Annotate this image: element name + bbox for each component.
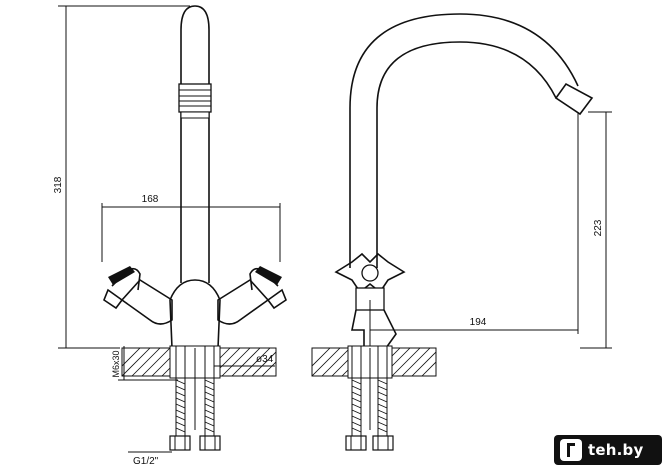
base-diameter-dimension: ø34 bbox=[214, 354, 275, 367]
front-spout bbox=[178, 5, 212, 283]
brand-logo-icon bbox=[560, 439, 582, 461]
handle-span-label: 168 bbox=[142, 194, 159, 205]
spout-reach-dimension: 194 bbox=[369, 112, 579, 348]
thread-depth-label: M6x30 bbox=[111, 350, 121, 377]
front-hoses bbox=[169, 345, 221, 451]
spout-height-label: 223 bbox=[593, 219, 604, 236]
watermark-text: teh.by bbox=[588, 441, 644, 459]
handle-span-dimension: 168 bbox=[101, 194, 281, 262]
watermark-badge: teh.by bbox=[554, 435, 662, 465]
side-hoses bbox=[345, 345, 394, 451]
thread-depth-dimension: M6x30 bbox=[111, 346, 178, 381]
height-dimension: 318 bbox=[53, 5, 190, 349]
front-body bbox=[103, 266, 287, 349]
spout-height-dimension: 223 bbox=[580, 111, 612, 349]
connector-thread-dimension: G1/2" bbox=[128, 451, 172, 467]
base-diameter-label: ø34 bbox=[256, 354, 274, 365]
connector-thread-label: G1/2" bbox=[133, 456, 159, 467]
front-view: 318 168 bbox=[53, 5, 287, 467]
side-view: 223 194 bbox=[311, 13, 612, 451]
side-countertop bbox=[311, 345, 437, 379]
spout-reach-label: 194 bbox=[470, 317, 487, 328]
side-handle bbox=[334, 252, 406, 349]
height-total-label: 318 bbox=[53, 176, 64, 193]
side-spout bbox=[349, 13, 594, 268]
